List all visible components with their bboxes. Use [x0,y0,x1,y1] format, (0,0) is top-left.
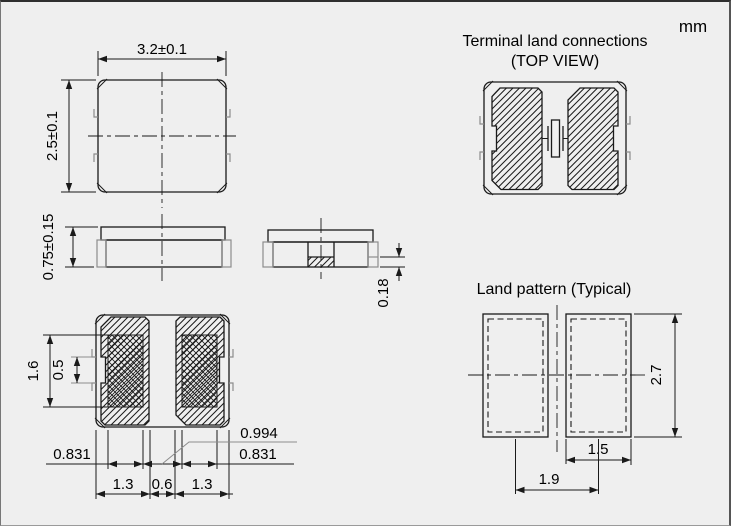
land-left [482,313,549,438]
dim-pad-length: 1.6 [25,334,108,408]
leader-line [161,441,297,465]
dim-land-pitch: 1.9 [515,439,599,494]
crystal-plates [547,126,564,151]
package-outline [483,81,627,195]
dim-castellation-label: 0.5 [50,360,67,381]
land-left-inner-dashed [487,318,544,433]
terminal-land-subtitle: (TOP VIEW) [511,53,599,70]
dim-gap-label: 0.6 [152,476,173,493]
dim-center-gap-label: 0.994 [240,425,278,442]
dim-pad-width-left-label: 1.3 [113,476,134,493]
dim-electrode-thickness: 0.18 [375,243,405,308]
land-right [565,313,632,438]
figure-land-pattern: Land pattern (Typical) 2.7 1.5 1.9 [468,281,682,494]
figure-terminal-land-connections: Terminal land connections (TOP VIEW) [463,33,648,196]
figure-side-view: 0.75±0.15 [40,214,232,281]
body [105,239,223,268]
dim-land-height-label: 2.7 [648,365,665,386]
figure-end-view: 0.18 [262,218,405,308]
dim-left-inner-label: 0.831 [53,446,91,463]
dim-row-inner: 0.831 0.994 0.831 [46,425,297,468]
dim-electrode-thickness-label: 0.18 [375,278,392,307]
side-castellation-marks [479,116,631,160]
terminal-cap-right [367,241,379,268]
pad-left-inner [107,334,144,408]
crystal-element [550,119,561,158]
dim-height: 2.5±0.1 [44,79,96,193]
lid [267,229,374,243]
dim-row-outer: 1.3 0.6 1.3 [96,476,233,498]
dim-width: 3.2±0.1 [97,41,227,76]
dim-pad-length-label: 1.6 [25,361,42,382]
terminal-land-title: Terminal land connections [463,33,648,50]
dim-thickness-label: 0.75±0.15 [40,214,57,281]
corner-castellation-marks [482,80,628,196]
terminal-pad-right [567,87,619,191]
dim-width-label: 3.2±0.1 [137,41,187,58]
dim-castellation: 0.5 [50,356,96,384]
land-pattern-title: Land pattern (Typical) [477,281,632,298]
corner-castellation-marks [94,313,231,429]
dim-height-label: 2.5±0.1 [44,111,61,161]
package-outline [95,314,230,428]
units-label: mm [679,17,707,36]
dim-right-inner-label: 0.831 [239,446,277,463]
terminal-cap-right [221,239,232,268]
corner-castellation-marks [96,78,228,194]
pad-right-inner [181,334,218,408]
dim-thickness: 0.75±0.15 [40,214,98,281]
dim-land-pitch-label: 1.9 [539,471,560,488]
terminal-cap-left [262,241,274,268]
side-castellation-marks [93,109,231,162]
dim-pad-width-right-label: 1.3 [192,476,213,493]
figure-bottom-view: 1.6 0.5 0.831 0.994 0.831 [25,313,297,499]
dim-land-height: 2.7 [634,313,682,438]
lid [100,226,226,241]
land-right-inner-dashed [570,318,627,433]
terminal-pad-left [491,87,543,191]
terminal-cap-left [96,239,107,268]
figure-package-top-view: 3.2±0.1 2.5±0.1 [44,41,236,208]
crystal-symbol [542,119,568,158]
